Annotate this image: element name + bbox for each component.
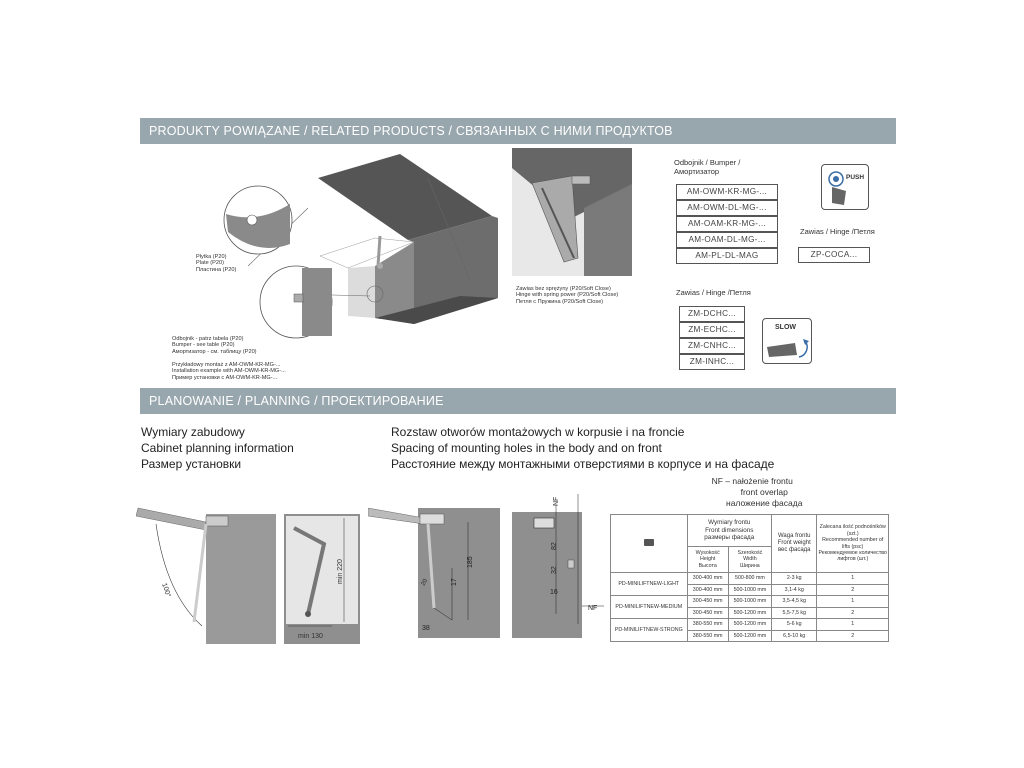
hinge-slow-title: Zawias / Hinge /Петля [676, 288, 751, 297]
d38-label: 38 [422, 625, 430, 632]
front-hole-spacing-drawing: NF 82 32 16 NF [512, 494, 604, 638]
d20-label: 20 [421, 578, 430, 587]
bumper-code-1[interactable]: AM-OWM-KR-MG-... [676, 184, 778, 200]
min220-label: min 220 [337, 559, 344, 584]
hinge-slow-code-2[interactable]: ZM-ECHC... [679, 322, 745, 338]
planning-right-heading: Rozstaw otworów montażowych w korpusie i… [391, 425, 775, 471]
d185-label: 185 [467, 556, 474, 568]
d82-label: 82 [551, 542, 558, 550]
opening-angle-drawing: 100° [136, 507, 276, 644]
nf-note: NF – nałożenie frontu front overlap нало… [711, 476, 803, 508]
plate-callout: Płytka (P20)Plate (P20)Пластина (P20) [196, 254, 237, 273]
plate-detail-circle [223, 185, 293, 255]
angle-label: 100° [160, 582, 173, 599]
hinge-slow-code-1[interactable]: ZM-DCHC... [679, 306, 745, 322]
push-icon: PUSH [821, 164, 869, 210]
d32-label: 32 [551, 566, 558, 574]
bumper-code-4[interactable]: AM-OAM-DL-MG-... [676, 232, 778, 248]
hinge-slow-code-3[interactable]: ZM-CNHC... [679, 338, 745, 354]
count-header: Zalecana ilość podnośników (szt.)Recomme… [816, 514, 889, 573]
bumper-title: Odbojnik / Bumper /Амортизатор [674, 158, 741, 176]
folder-icon [643, 539, 654, 546]
min-dimension-drawing: min 220 min 130 [284, 514, 360, 644]
section-header-related-products: PRODUKTY POWIĄZANE / RELATED PRODUCTS / … [140, 118, 896, 144]
section-header-planning: PLANOWANIE / PLANNING / ПРОЕКТИРОВАНИЕ [140, 388, 896, 414]
installation-example-callout: Przykładowy montaż z AM-OWM-KR-MG-...Ins… [172, 362, 286, 381]
min130-label: min 130 [298, 633, 323, 640]
bumper-code-5[interactable]: AM-PL-DL-MAG [676, 248, 778, 264]
nf-top-label: NF [553, 497, 560, 506]
bumper-detail-circle [259, 265, 333, 339]
bumper-code-3[interactable]: AM-OAM-KR-MG-... [676, 216, 778, 232]
nf-bottom-label: NF [588, 605, 597, 612]
hinge-slow-code-4[interactable]: ZM-INHC... [679, 354, 745, 370]
bumper-reference-callout: Odbojnik - patrz tabela (P20)Bumper - se… [172, 336, 257, 355]
lift-mechanism-detail [512, 148, 632, 276]
folder-icon-cell [610, 514, 688, 573]
cabinet-illustration [247, 154, 498, 324]
d16-label: 16 [550, 589, 558, 596]
d17-label: 17 [451, 578, 458, 586]
hinge-push-title: Zawias / Hinge /Петля [800, 227, 875, 236]
hinge-push-code[interactable]: ZP-COCA... [798, 247, 870, 263]
slow-close-icon: SLOW [762, 318, 812, 364]
hinge-spring-callout: Zawias bez sprężyny (P20/Soft Close)Hing… [516, 286, 619, 305]
bumper-code-2[interactable]: AM-OWM-DL-MG-... [676, 200, 778, 216]
body-hole-spacing-drawing: 185 17 20 38 [368, 508, 500, 638]
